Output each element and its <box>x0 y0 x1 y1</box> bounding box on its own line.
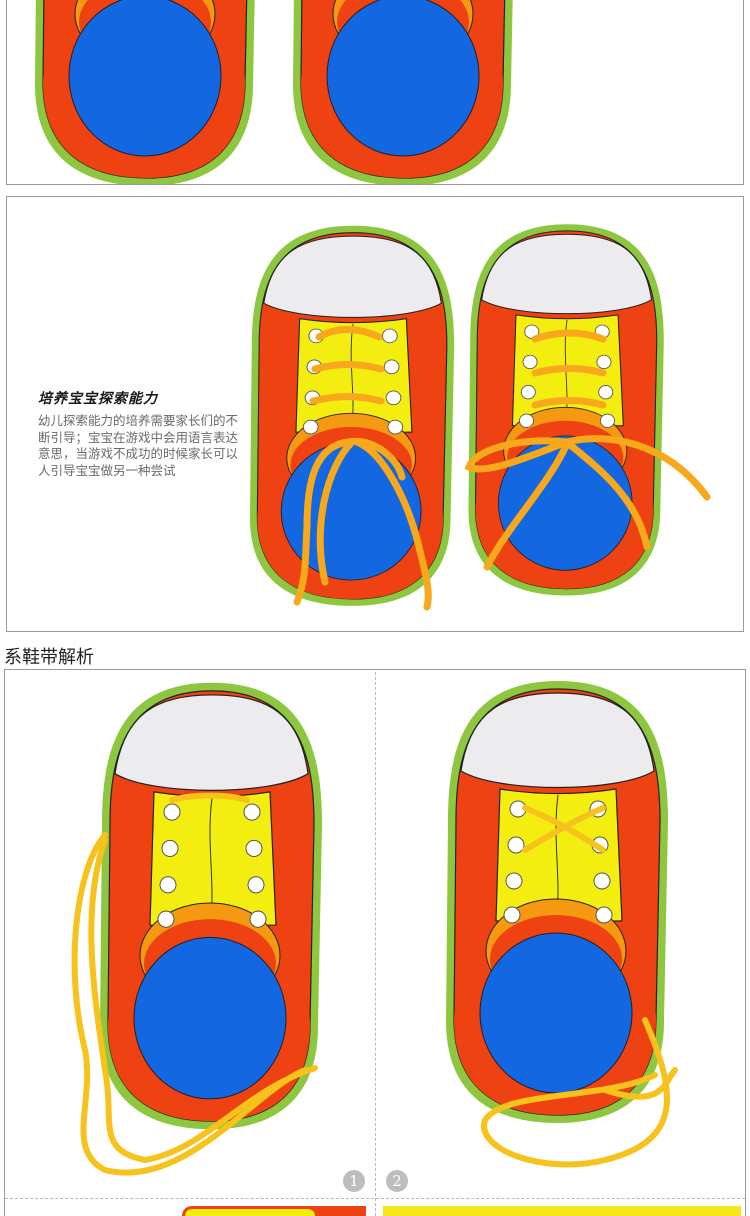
feature-panel <box>6 196 744 632</box>
section-heading: 系鞋带解析 <box>4 647 94 668</box>
step-1-badge: 1 <box>343 1170 365 1192</box>
product-photo-top-panel <box>6 0 744 185</box>
feature-description: 幼儿探索能力的培养需要家长们的不断引导；宝宝在游戏中会用语言表达意思，当游戏不成… <box>38 413 239 478</box>
shoes-bottom-view-image <box>34 0 516 184</box>
step-row-divider <box>5 1198 745 1199</box>
step-divider <box>375 672 376 1216</box>
feature-title: 培养宝宝探索能力 <box>38 391 158 407</box>
next-step-photo-left-tongue <box>185 1209 315 1216</box>
laced-shoes-image <box>249 223 711 611</box>
next-step-photo-right <box>383 1206 741 1216</box>
lacing-steps-image <box>71 680 678 1176</box>
step-2-badge: 2 <box>386 1170 408 1192</box>
